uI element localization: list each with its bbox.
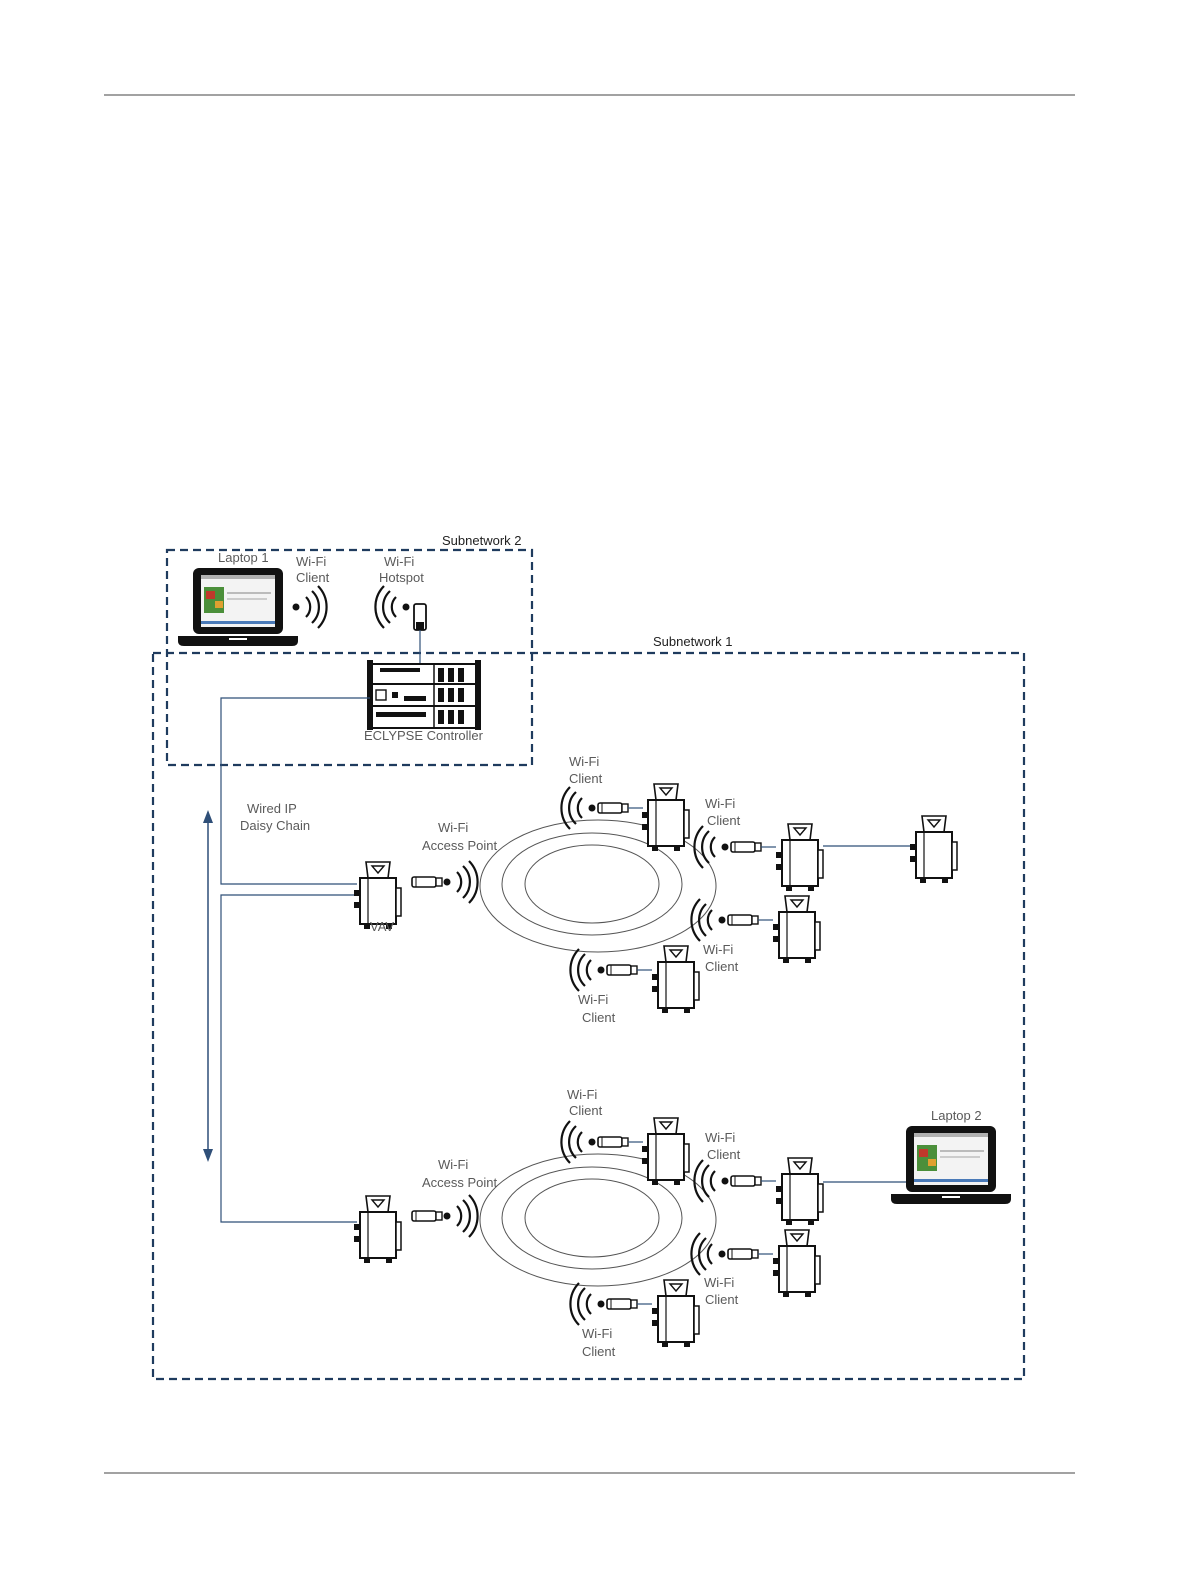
group-2-client-right-bottom-dongle-icon <box>728 1249 758 1259</box>
hotspot-label-line2: Hotspot <box>379 570 424 585</box>
eclypse-controller-icon <box>367 660 481 730</box>
group-2-access-point-wifi-icon <box>444 1195 478 1237</box>
group-2-client-right-top-wifi-icon <box>694 1160 728 1202</box>
laptop-1 <box>178 568 298 646</box>
group-1-client-right-bottom-label-line2: Client <box>705 959 739 974</box>
group-1-access-point-label-line1: Wi-Fi <box>438 820 468 835</box>
group-2-client-bottom-device-icon <box>652 1280 699 1347</box>
group-1-client-top-label-line2: Client <box>569 771 603 786</box>
group-1-client-bottom-dongle-icon <box>607 965 637 975</box>
wired-daisy-chain <box>203 698 370 1222</box>
group-2-client-bottom-label-line2: Client <box>582 1344 616 1359</box>
group-2-client-bottom-dongle-icon <box>607 1299 637 1309</box>
group-1-client-top-device-icon <box>642 784 689 851</box>
group-2-access-point-label-line1: Wi-Fi <box>438 1157 468 1172</box>
group-1-access-point-dongle-icon <box>412 877 442 887</box>
hotspot-wifi-icon <box>375 586 409 628</box>
wired-label-line2: Daisy Chain <box>240 818 310 833</box>
group-1-client-right-bottom-label-line1: Wi-Fi <box>703 942 733 957</box>
laptop-1-client-label-line1: Wi-Fi <box>296 554 326 569</box>
group-2-access-point-device-icon <box>354 1196 401 1263</box>
group-2: Wi-Fi Access Point Wi-Fi Client Wi-Fi Cl… <box>354 1087 1011 1359</box>
group-1-client-right-top-wifi-icon <box>694 826 728 868</box>
group-1-client-right-top-label-line1: Wi-Fi <box>705 796 735 811</box>
wired-label-line1: Wired IP <box>247 801 297 816</box>
vav-label: VAV <box>370 919 394 934</box>
group-2-client-right-top-label-line1: Wi-Fi <box>705 1130 735 1145</box>
laptop-2 <box>891 1126 1011 1204</box>
group-1-access-point-wifi-icon <box>444 861 478 903</box>
group-1-client-top-dongle-icon <box>598 803 628 813</box>
group-2-client-right-top-dongle-icon <box>731 1176 761 1186</box>
hotspot-antenna-icon <box>414 604 426 666</box>
group-2-client-right-bottom-label-line1: Wi-Fi <box>704 1275 734 1290</box>
group-1-client-right-top-device-icon <box>776 824 823 891</box>
subnetwork-2-label: Subnetwork 2 <box>442 533 522 548</box>
laptop-1-label: Laptop 1 <box>218 550 269 565</box>
group-2-client-right-bottom-label-line2: Client <box>705 1292 739 1307</box>
group-1-client-bottom-label-line1: Wi-Fi <box>578 992 608 1007</box>
group-1-client-right-bottom-device-icon <box>773 896 820 963</box>
group-1-client-right-top-dongle-icon <box>731 842 761 852</box>
group-2-client-bottom-label-line1: Wi-Fi <box>582 1326 612 1341</box>
group-1-client-bottom-wifi-icon <box>570 949 604 991</box>
group-1-client-bottom-label-line2: Client <box>582 1010 616 1025</box>
group-1-client-right-bottom-dongle-icon <box>728 915 758 925</box>
group-1-access-point-label-line2: Access Point <box>422 838 498 853</box>
group-2-access-point-label-line2: Access Point <box>422 1175 498 1190</box>
group-2-client-right-bottom-device-icon <box>773 1230 820 1297</box>
group-2-client-right-top-device-icon <box>776 1158 823 1225</box>
group-1-chained-device-icon <box>910 816 957 883</box>
group-2-access-point-dongle-icon <box>412 1211 442 1221</box>
group-2-client-bottom-wifi-icon <box>570 1283 604 1325</box>
laptop-2-label: Laptop 2 <box>931 1108 982 1123</box>
laptop-1-client-label-line2: Client <box>296 570 330 585</box>
group-2-client-right-bottom-wifi-icon <box>691 1233 725 1275</box>
group-1: VAV Wi-Fi Access Point Wi-Fi Client Wi-F… <box>354 754 957 1025</box>
group-1-client-right-bottom-wifi-icon <box>691 899 725 941</box>
group-2-client-top-label-line2: Client <box>569 1103 603 1118</box>
group-1-client-bottom-device-icon <box>652 946 699 1013</box>
group-2-client-top-device-icon <box>642 1118 689 1185</box>
laptop-1-wifi-icon <box>293 586 327 628</box>
group-1-client-right-top-label-line2: Client <box>707 813 741 828</box>
subnetwork-1-label: Subnetwork 1 <box>653 634 733 649</box>
controller-label: ECLYPSE Controller <box>364 728 484 743</box>
group-2-client-top-dongle-icon <box>598 1137 628 1147</box>
group-2-client-right-top-label-line2: Client <box>707 1147 741 1162</box>
hotspot-label-line1: Wi-Fi <box>384 554 414 569</box>
group-2-client-top-label-line1: Wi-Fi <box>567 1087 597 1102</box>
group-1-client-top-label-line1: Wi-Fi <box>569 754 599 769</box>
